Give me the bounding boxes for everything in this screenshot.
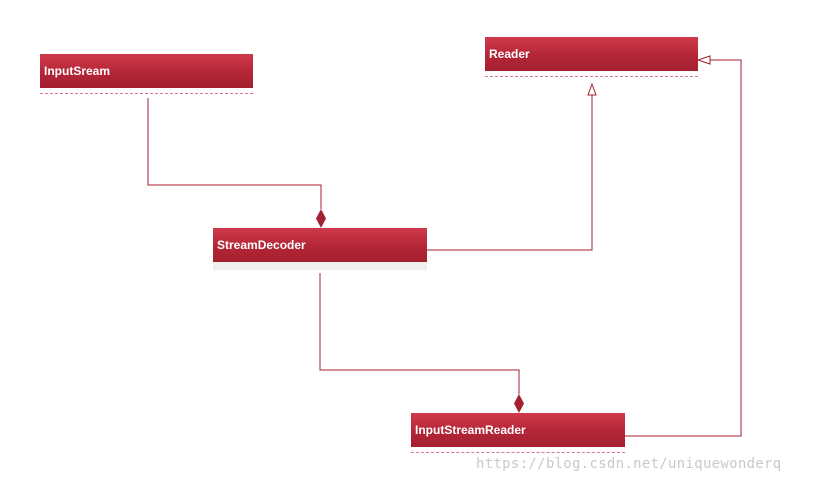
class-name-inputstreamreader: InputStreamReader [411,413,625,447]
class-body-compartment [213,262,427,270]
class-compartment-divider [411,447,625,453]
class-box-streamdecoder[interactable]: StreamDecoder [213,228,427,270]
class-name-reader: Reader [485,37,698,71]
connector-streamdecoder-reader [427,95,593,251]
generalization-arrow-reader-right [696,55,711,65]
class-box-reader[interactable]: Reader [485,37,698,77]
class-compartment-divider [485,71,698,77]
composition-diamond-inputstreamreader [514,394,524,413]
class-compartment-divider [40,88,253,94]
connector-streamdecoder-inputstreamreader [319,273,520,394]
watermark-url: https://blog.csdn.net/uniquewonderq [476,456,782,472]
generalization-arrow-reader-bottom [587,82,597,96]
class-name-inputsream: InputSream [40,54,253,88]
class-box-inputsream[interactable]: InputSream [40,54,253,94]
connector-inputstreamreader-reader [625,59,742,437]
composition-diamond-streamdecoder [316,209,326,228]
connector-inputsream-streamdecoder [147,98,322,209]
class-name-streamdecoder: StreamDecoder [213,228,427,262]
class-box-inputstreamreader[interactable]: InputStreamReader [411,413,625,453]
